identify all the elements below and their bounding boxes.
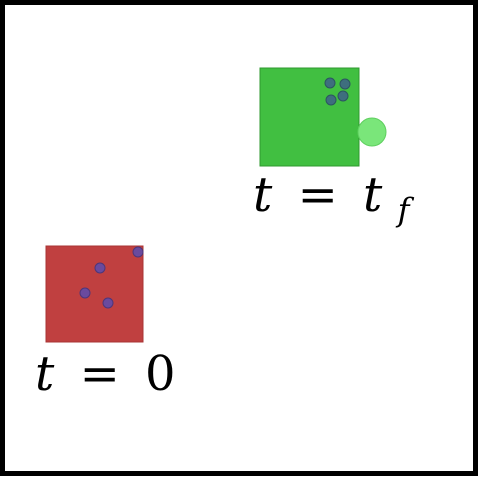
initial-label-var: t <box>35 346 55 402</box>
diagram-canvas: t = t f t = 0 <box>35 67 415 402</box>
final-label-sub: f <box>396 191 415 229</box>
final-state-label: t = t f <box>253 167 415 229</box>
final-label-var: t <box>253 167 273 223</box>
final-particle-1 <box>324 77 336 89</box>
initial-label-eq: = <box>80 346 120 402</box>
final-particle-4 <box>337 90 349 102</box>
final-particle-3 <box>325 94 337 106</box>
initial-particle-1 <box>132 246 144 258</box>
final-particle-2 <box>339 78 351 90</box>
initial-state-label: t = 0 <box>35 346 176 402</box>
initial-particle-4 <box>102 297 114 309</box>
final-state-group: t = t f <box>253 67 415 229</box>
initial-state-group: t = 0 <box>35 245 176 402</box>
initial-particle-2 <box>94 262 106 274</box>
initial-state-box <box>45 245 144 343</box>
final-label-val: t <box>363 167 383 223</box>
escaped-particle <box>357 117 387 147</box>
initial-particle-3 <box>79 287 91 299</box>
final-label-eq: = <box>298 167 338 223</box>
initial-label-val: 0 <box>145 346 176 402</box>
